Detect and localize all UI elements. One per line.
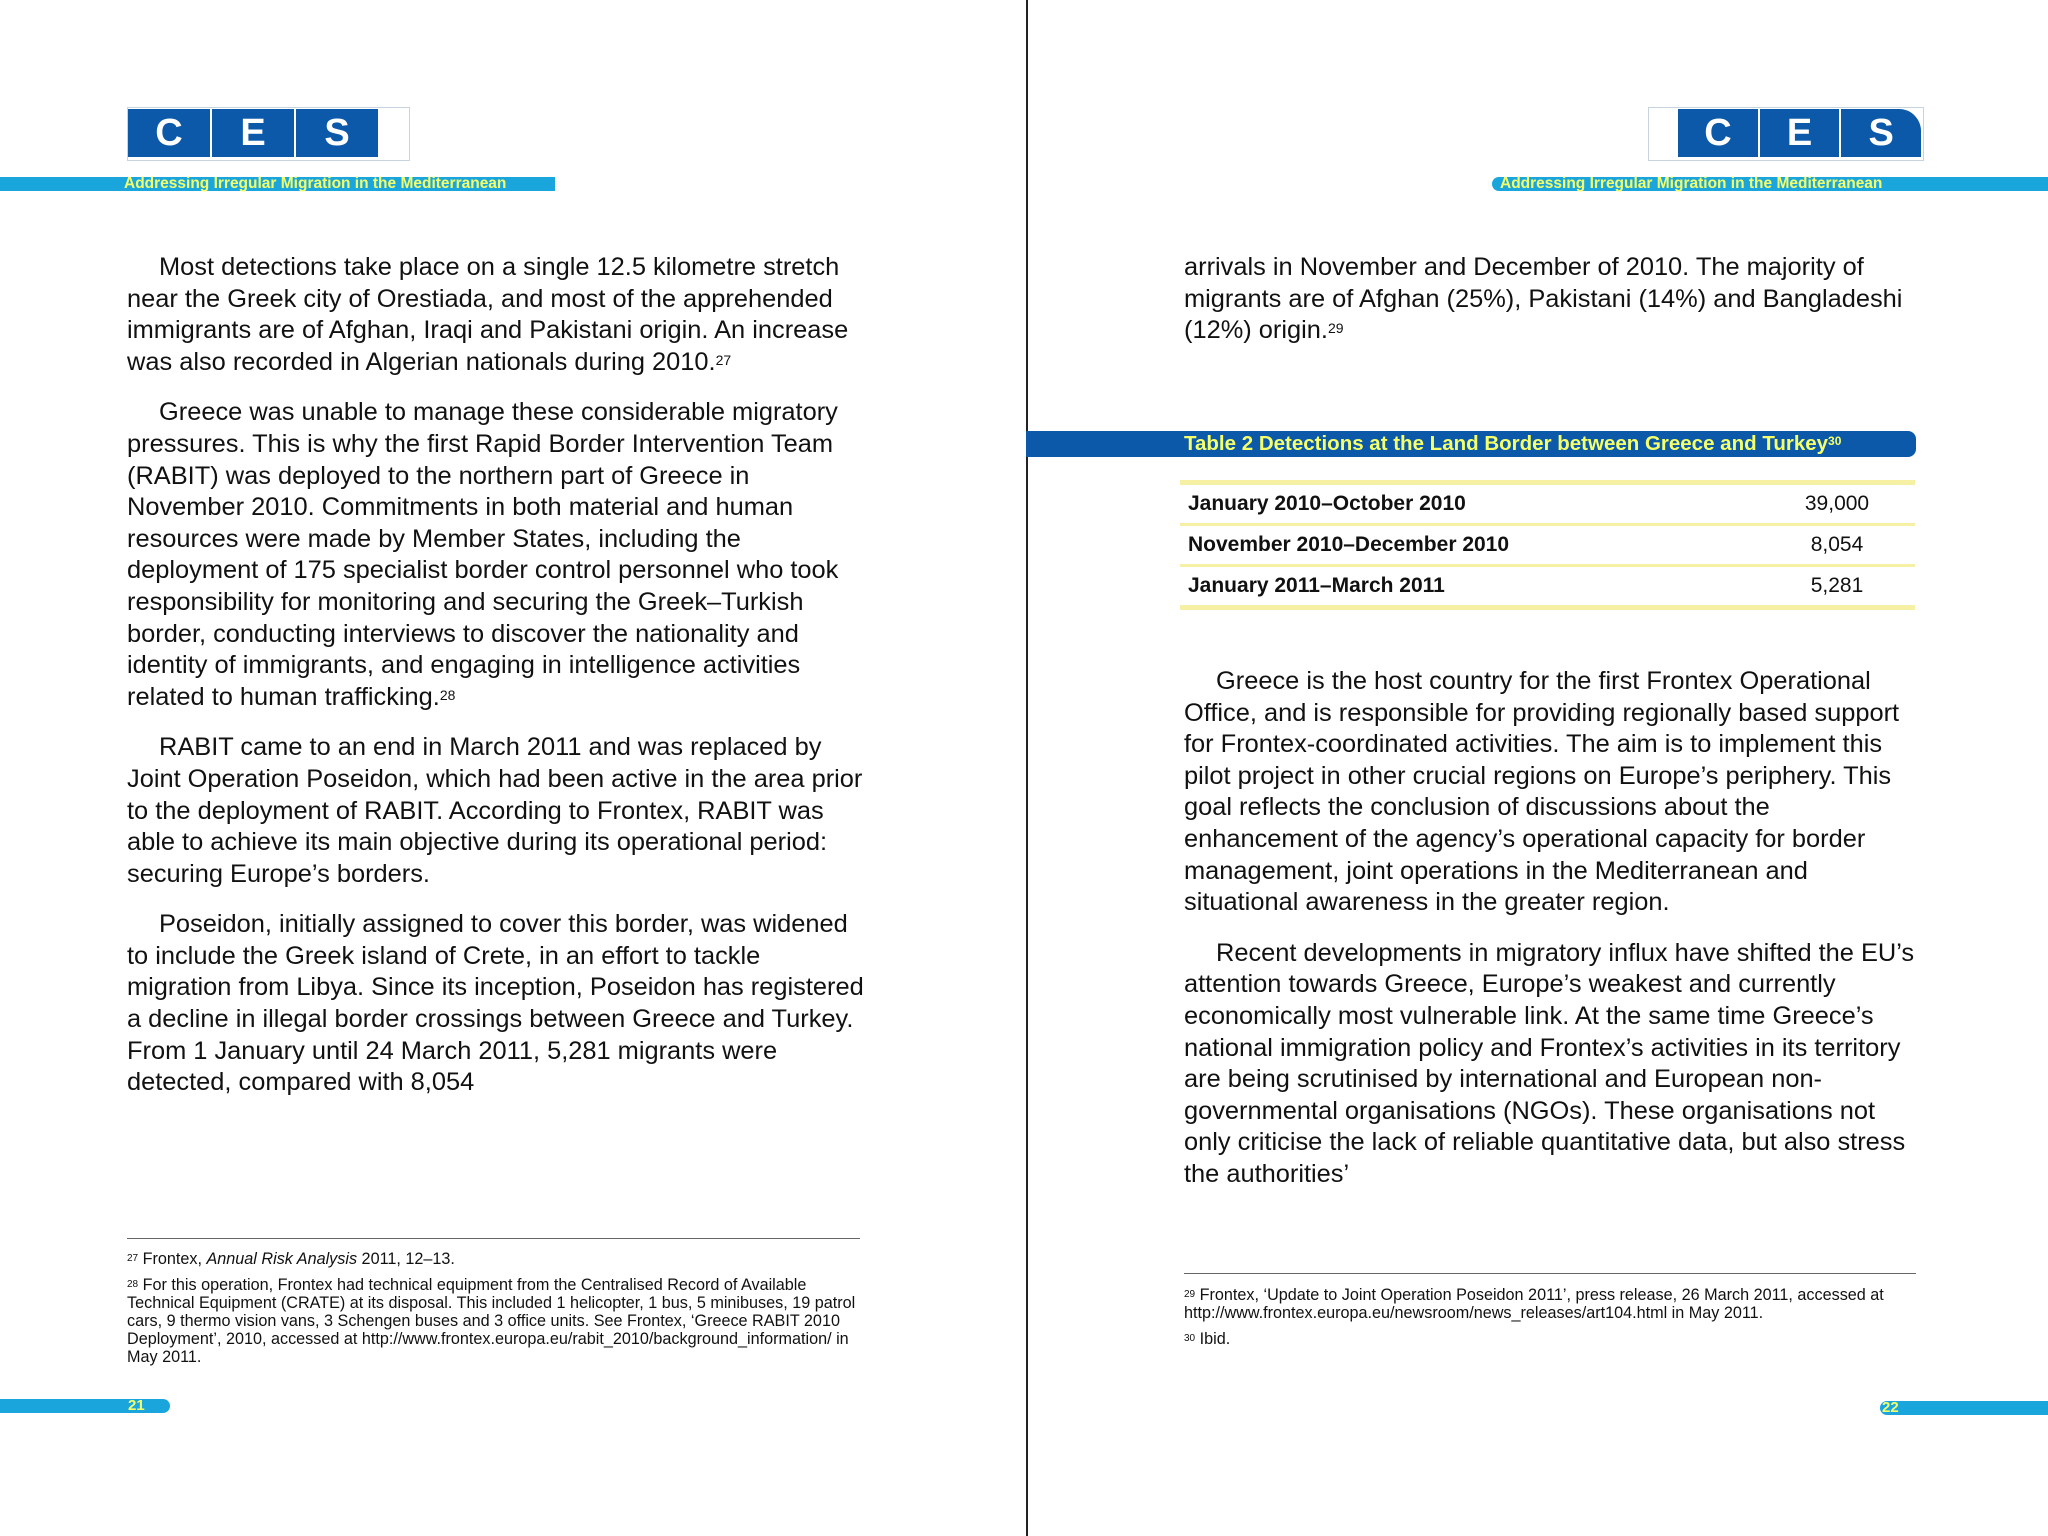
paragraph: Greece was unable to manage these consid… — [127, 398, 839, 711]
footnote-ref[interactable]: 28 — [439, 686, 456, 703]
paragraph: Greece is the host country for the first… — [1184, 667, 1900, 917]
header-subtitle-left: Addressing Irregular Migration in the Me… — [124, 176, 515, 191]
logo-letter-s: S — [296, 109, 378, 157]
logo-letter-c: C — [128, 109, 210, 157]
left-footnotes: 27 Frontex, Annual Risk Analysis 2011, 1… — [127, 1250, 867, 1374]
footnote-divider-right — [1184, 1273, 1916, 1274]
table-cell-value: 8,054 — [1759, 524, 1915, 567]
table-cell-period: January 2010–October 2010 — [1180, 480, 1759, 526]
logo-letter-e: E — [212, 109, 294, 157]
paragraph: Recent developments in migratory influx … — [1184, 938, 1915, 1188]
paragraph: Most detections take place on a single 1… — [127, 253, 849, 376]
table-title: Table 2 Detections at the Land Border be… — [1184, 432, 1842, 455]
table-row: January 2010–October 2010 39,000 — [1180, 480, 1915, 526]
table-cell-value: 39,000 — [1759, 480, 1915, 526]
footnote-29: 29 Frontex, ‘Update to Joint Operation P… — [1184, 1286, 1884, 1322]
page-number-left: 21 — [0, 1398, 170, 1413]
table-row: November 2010–December 2010 8,054 — [1180, 524, 1915, 567]
logo-letter-c: C — [1678, 109, 1758, 157]
table-cell-period: November 2010–December 2010 — [1180, 524, 1759, 567]
paragraph: RABIT came to an end in March 2011 and w… — [127, 733, 863, 888]
table-cell-period: January 2011–March 2011 — [1180, 565, 1759, 610]
right-body-top: arrivals in November and December of 201… — [1184, 252, 1919, 366]
page-number-right: 22 — [1880, 1400, 2048, 1415]
table-title-bar — [1026, 431, 1916, 457]
footnote-28: 28 For this operation, Frontex had techn… — [127, 1276, 856, 1366]
paragraph: arrivals in November and December of 201… — [1184, 253, 1903, 345]
footnote-27: 27 Frontex, Annual Risk Analysis 2011, 1… — [127, 1250, 455, 1268]
header-subtitle-right: Addressing Irregular Migration in the Me… — [1500, 175, 1883, 192]
table-cell-value: 5,281 — [1759, 565, 1915, 610]
footnote-ref[interactable]: 29 — [1327, 320, 1344, 337]
right-footnotes: 29 Frontex, ‘Update to Joint Operation P… — [1184, 1286, 1919, 1356]
logo-letter-s: S — [1841, 109, 1921, 157]
paragraph: Poseidon, initially assigned to cover th… — [127, 910, 864, 1097]
table-row: January 2011–March 2011 5,281 — [1180, 565, 1915, 610]
ces-logo-right: C E S — [1648, 107, 1924, 161]
left-page: C E S — [127, 107, 410, 161]
book-spine — [1026, 0, 1028, 1536]
right-body-text: Greece is the host country for the first… — [1184, 666, 1919, 1210]
detections-table: January 2010–October 2010 39,000 Novembe… — [1180, 480, 1915, 610]
footnote-30: 30 Ibid. — [1184, 1330, 1231, 1348]
footnote-ref[interactable]: 27 — [715, 351, 732, 368]
left-body-text: Most detections take place on a single 1… — [127, 252, 867, 1118]
logo-letter-e: E — [1759, 109, 1840, 157]
ces-logo: C E S — [127, 107, 410, 161]
footnote-divider-left — [127, 1238, 860, 1239]
